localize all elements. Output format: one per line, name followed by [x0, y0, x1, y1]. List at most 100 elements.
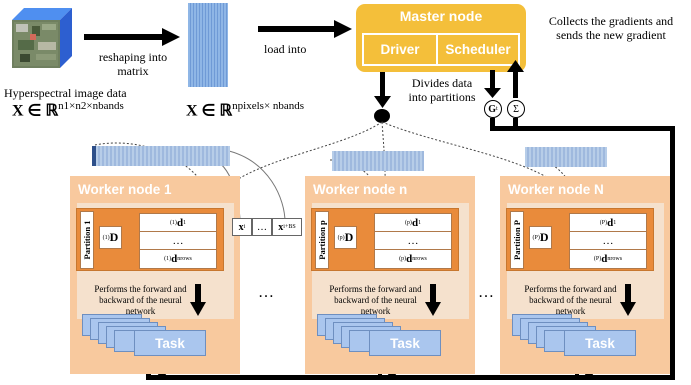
gradient-symbol: G: [488, 103, 497, 115]
partition-label-text: Partition 1: [82, 220, 92, 260]
master-node: Master node Driver Scheduler: [356, 4, 526, 72]
row-last-sub: nrows: [412, 256, 427, 262]
partition-strip-1: [92, 146, 230, 166]
master-title: Master node: [399, 8, 483, 24]
master-note-line2: sends the new gradient: [556, 28, 666, 42]
matrix-index: (p): [337, 234, 345, 241]
matrix-box: (p)D: [334, 226, 357, 249]
partition-strip-N: [525, 147, 607, 167]
performs-line3: network: [555, 306, 586, 316]
row-dots: …: [140, 232, 216, 250]
gradient-sub: t: [496, 106, 498, 112]
performs-line2: backward of the neural: [99, 295, 182, 305]
partition-label-text: Partition P: [512, 220, 522, 260]
task-box: Task: [134, 330, 206, 356]
matrix-index: (1): [102, 234, 110, 241]
batch-last-sub: i+BS: [283, 224, 296, 230]
performs-line1: Performs the forward and: [329, 284, 422, 294]
divides-label-line1: Divides data: [411, 76, 473, 90]
row-last-symbol: d: [601, 253, 608, 265]
reshape-label-line1: reshaping into: [98, 50, 168, 64]
performs-line3: network: [360, 306, 391, 316]
hyperspectral-cube-image: [12, 8, 72, 68]
performs-line1: Performs the forward and: [94, 284, 187, 294]
partition-node-dot: [374, 109, 390, 123]
process-down-arrow: [620, 284, 636, 316]
batch-first-sub: i: [243, 224, 246, 230]
reshape-label: reshaping into matrix: [98, 50, 168, 78]
ellipsis-right: …: [478, 284, 494, 301]
matrix-index: (P): [532, 234, 540, 241]
partition-strip-n: [332, 151, 424, 171]
row-first-sub: 1: [613, 219, 617, 226]
row-last-index: (P): [593, 256, 602, 262]
arrow-reshape: [84, 28, 180, 46]
master-note: Collects the gradients and sends the new…: [536, 14, 686, 42]
process-down-arrow: [190, 284, 206, 316]
performs-text: Performs the forward and backward of the…: [508, 284, 633, 317]
row-dots: …: [570, 232, 646, 250]
task-box: Task: [369, 330, 441, 356]
partition-label: Partition 1: [80, 211, 94, 269]
row-last-sub: nrows: [177, 256, 192, 262]
row-first-symbol: d: [607, 216, 614, 229]
row-dots: …: [375, 232, 451, 250]
partition-label: Partition P: [510, 211, 524, 269]
task-box: Task: [564, 330, 636, 356]
partition-label-text: Partition p: [317, 220, 327, 260]
divides-label-line2: into partitions: [408, 90, 476, 104]
matrix-symbol: D: [539, 230, 549, 244]
row-first-index: (p): [404, 219, 412, 226]
hsi-caption: Hyperspectral image data: [4, 86, 127, 100]
partition-label: Partition p: [315, 211, 329, 269]
row-last-index: (p): [399, 256, 407, 262]
batch-last-symbol: x: [278, 221, 284, 233]
ellipsis-left: …: [258, 284, 274, 301]
row-first-index: (P): [599, 219, 608, 226]
performs-text: Performs the forward and backward of the…: [313, 284, 438, 317]
reshape-formula-dims: npixels× nbands: [232, 100, 305, 112]
worker-title: Worker node N: [508, 182, 604, 197]
worker-title: Worker node 1: [78, 182, 172, 197]
matrix-box: (P)D: [529, 226, 552, 249]
matrix-box: (1)D: [99, 226, 122, 249]
process-down-arrow: [425, 284, 441, 316]
row-first-index: (1): [169, 219, 177, 226]
divides-label: Divides data into partitions: [404, 76, 480, 104]
batch-first-symbol: x: [238, 221, 244, 233]
row-last-symbol: d: [406, 253, 413, 265]
reshape-formula-text: X ∈ ℝ: [186, 102, 233, 120]
matrix-symbol: D: [109, 230, 119, 244]
worker-title: Worker node n: [313, 182, 408, 197]
row-first-symbol: d: [176, 216, 184, 229]
reshape-formula: X ∈ ℝnpixels× nbands: [186, 100, 304, 120]
hsi-formula-text: X ∈ ℝ: [12, 102, 59, 120]
sum-circle: Σ: [507, 100, 525, 118]
row-first-symbol: d: [411, 216, 419, 229]
driver-box: Driver: [362, 33, 438, 66]
arrow-load: [258, 20, 352, 38]
row-last-sub: nrows: [607, 256, 623, 262]
performs-line2: backward of the neural: [529, 295, 612, 305]
performs-line2: backward of the neural: [334, 295, 417, 305]
performs-text: Performs the forward and backward of the…: [78, 284, 203, 317]
pixel-matrix-block: [188, 3, 228, 87]
sum-symbol: Σ: [513, 103, 519, 115]
load-label: load into: [264, 42, 307, 56]
